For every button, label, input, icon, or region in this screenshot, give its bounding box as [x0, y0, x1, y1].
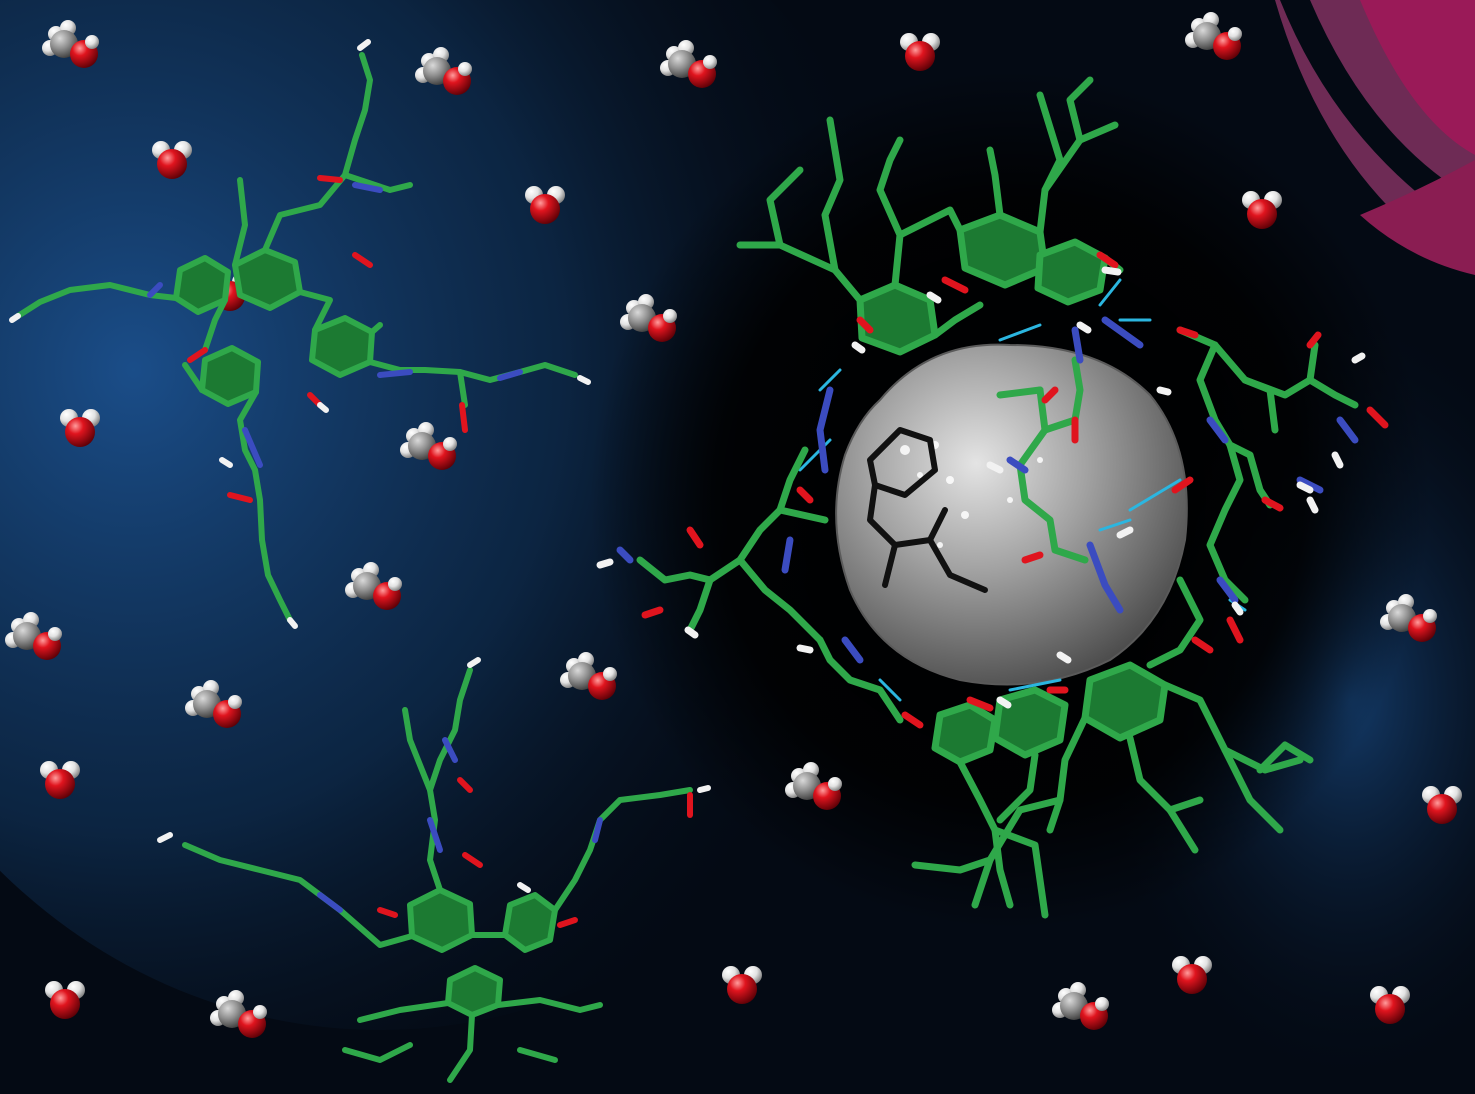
cavitand-fragment-icon	[9, 39, 591, 629]
cavity-surface	[835, 343, 1188, 686]
guest-molecule-icon	[867, 427, 988, 593]
capsule-assembly-icon	[596, 76, 1389, 919]
surface-highlights	[900, 441, 1043, 548]
corner-arc-decoration	[1275, 0, 1475, 275]
cavitand-fragment-icon	[157, 657, 711, 1083]
